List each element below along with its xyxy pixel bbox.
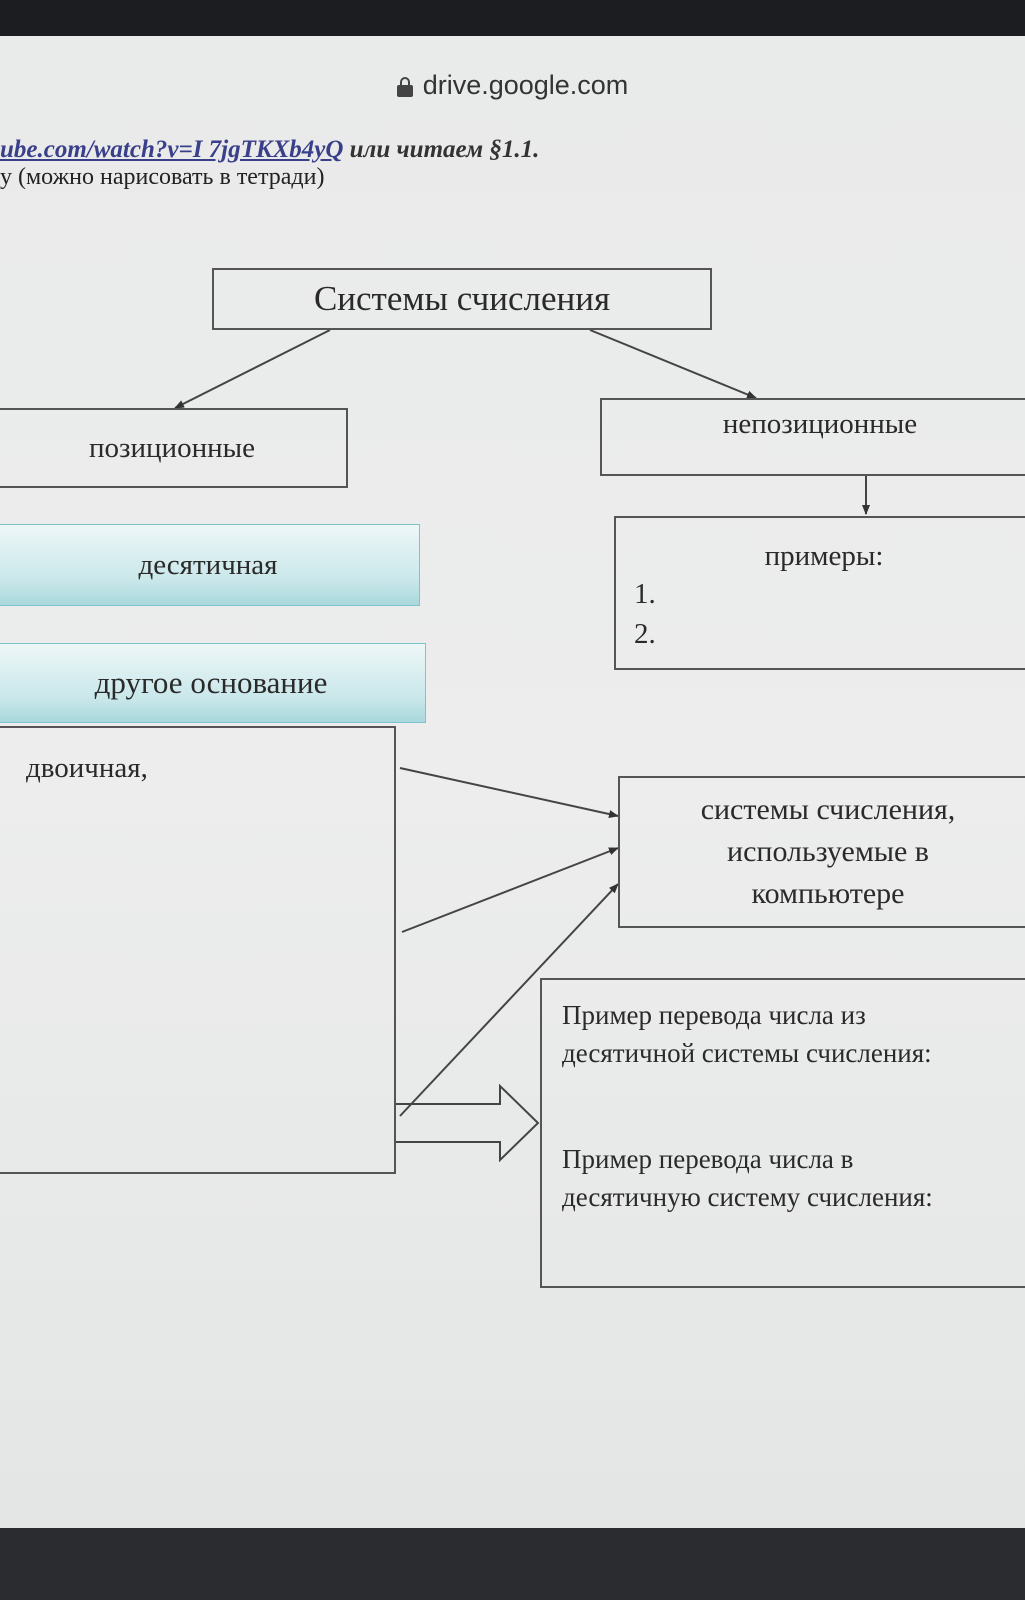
transfer-from-decimal-line-1: Пример перевода числа из bbox=[562, 1000, 866, 1030]
arrow-binary-to-computer-1 bbox=[399, 767, 619, 818]
computer-systems-box: системы счисления, используемые в компью… bbox=[618, 776, 1025, 928]
computer-systems-line-1: системы счисления, bbox=[700, 793, 956, 826]
diagram-title-box: Системы счисления bbox=[212, 268, 712, 330]
transfer-from-decimal: Пример перевода числа из десятичной сист… bbox=[562, 996, 932, 1072]
computer-systems-line-3: компьютере bbox=[751, 877, 905, 910]
device-bezel-bottom bbox=[0, 1528, 1025, 1600]
diagram-arrows bbox=[174, 329, 870, 1163]
document-link-line: ube.com/watch?v=I 7jgTKXb4yQ или читаем … bbox=[0, 136, 700, 164]
examples-box: примеры: 1. 2. bbox=[614, 516, 1025, 670]
nonpositional-box: непозиционные bbox=[600, 398, 1025, 476]
transfer-to-decimal-line-2: десятичную систему счисления: bbox=[562, 1182, 933, 1212]
binary-box: двоичная, bbox=[0, 726, 396, 1174]
example-item-1: 1. bbox=[634, 578, 656, 610]
decimal-label: десятичная bbox=[138, 548, 278, 581]
screen: drive.google.com ube.com/watch?v=I 7jgTK… bbox=[0, 36, 1025, 1528]
other-base-box: другое основание bbox=[0, 643, 426, 723]
url-text: drive.google.com bbox=[422, 69, 629, 100]
positional-label: позиционные bbox=[89, 431, 255, 464]
examples-heading: примеры: bbox=[764, 540, 884, 572]
nonpositional-label: непозиционные bbox=[722, 408, 918, 440]
arrow-title-to-nonpositional bbox=[589, 329, 757, 399]
example-item-2: 2. bbox=[634, 618, 656, 650]
arrow-binary-to-computer-3 bbox=[399, 883, 619, 1117]
transfer-from-decimal-line-2: десятичной системы счисления: bbox=[562, 1038, 932, 1068]
decimal-box: десятичная bbox=[0, 524, 420, 606]
transfer-to-decimal: Пример перевода числа в десятичную систе… bbox=[562, 1140, 933, 1216]
arrow-title-to-positional bbox=[174, 329, 331, 409]
computer-systems-line-2: используемые в bbox=[727, 835, 929, 868]
device-bezel-top bbox=[0, 0, 1025, 36]
transfer-to-decimal-line-1: Пример перевода числа в bbox=[562, 1144, 854, 1174]
address-bar[interactable]: drive.google.com bbox=[0, 36, 1025, 134]
other-base-label: другое основание bbox=[94, 665, 328, 700]
instruction-text: у (можно нарисовать в тетради) bbox=[0, 164, 325, 190]
block-arrow-binary-to-transfer bbox=[396, 1083, 540, 1163]
link-tail-text: или читаем §1.1. bbox=[349, 136, 540, 163]
arrow-binary-to-computer-2 bbox=[401, 847, 619, 933]
video-link[interactable]: ube.com/watch?v=I 7jgTKXb4yQ bbox=[0, 136, 344, 163]
lock-icon bbox=[396, 77, 413, 97]
diagram-title: Системы счисления bbox=[313, 279, 611, 318]
positional-box: позиционные bbox=[0, 408, 348, 488]
transfer-examples-box: Пример перевода числа из десятичной сист… bbox=[540, 978, 1025, 1288]
binary-label: двоичная, bbox=[26, 752, 148, 784]
